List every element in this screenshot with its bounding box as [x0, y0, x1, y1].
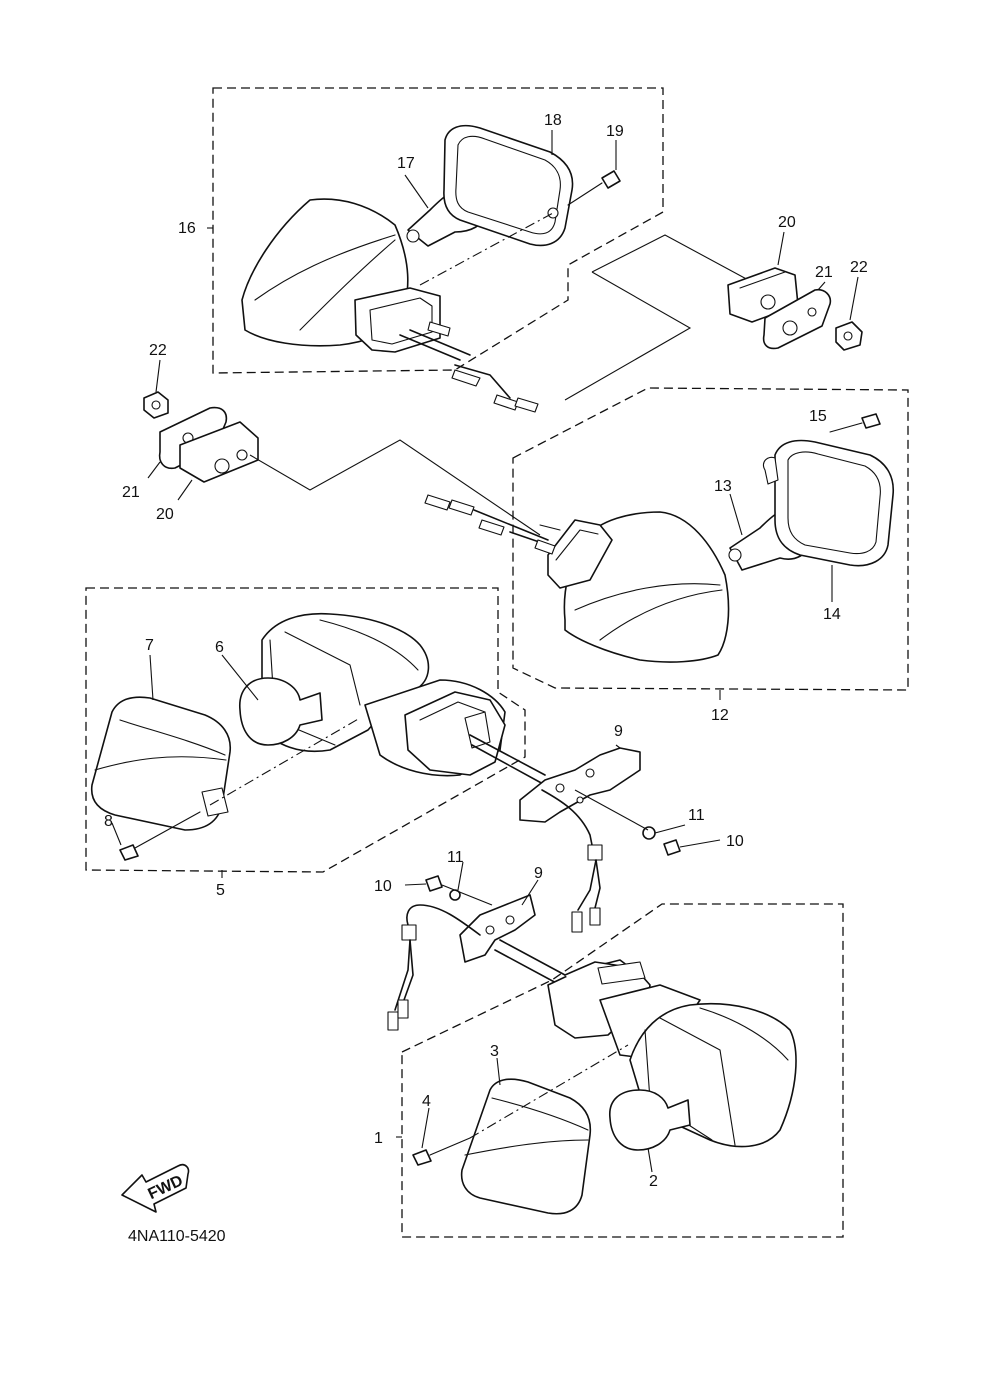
callout-labels: 17 18 19 16 20 21 22 22 21 20 15 13 14 1…: [104, 112, 868, 1190]
bracket-stack-lower: [143, 391, 541, 536]
part-code: 4NA110-5420: [128, 1228, 226, 1245]
fwd-arrow-icon: FWD: [121, 1163, 190, 1213]
callout-20-upper: 20: [778, 214, 796, 231]
callout-15: 15: [809, 408, 827, 425]
callout-1: 1: [374, 1130, 383, 1147]
callout-11-lower: 11: [447, 849, 464, 866]
callout-21-lower: 21: [122, 484, 140, 501]
stay-bracket-9-lower: [387, 875, 536, 1031]
callout-7: 7: [145, 637, 154, 654]
callout-9-lower: 9: [534, 865, 543, 882]
callout-14: 14: [823, 606, 841, 623]
callout-2: 2: [649, 1173, 658, 1190]
callout-17: 17: [397, 155, 415, 172]
callout-21-upper: 21: [815, 264, 833, 281]
callout-3: 3: [490, 1043, 499, 1060]
callout-20-lower: 20: [156, 506, 174, 523]
callout-18: 18: [544, 112, 562, 129]
stay-bracket-9-upper: [519, 747, 721, 933]
callout-19: 19: [606, 123, 624, 140]
callout-4: 4: [422, 1093, 431, 1110]
callout-9-upper: 9: [614, 723, 623, 740]
callout-22-lower: 22: [149, 342, 167, 359]
callout-10-upper: 10: [726, 833, 744, 850]
assembly-16-rear-left-flasher: [212, 87, 664, 413]
callout-11-upper: 11: [688, 807, 705, 824]
callout-12: 12: [711, 707, 729, 724]
callout-8: 8: [104, 813, 113, 830]
assembly-1-front-right-flasher: [401, 903, 844, 1238]
callout-leaders: [111, 130, 859, 1173]
assembly-12-rear-right-flasher: [424, 387, 909, 700]
callout-13: 13: [714, 478, 732, 495]
callout-5: 5: [216, 882, 225, 899]
callout-22-upper: 22: [850, 259, 868, 276]
callout-16: 16: [178, 220, 196, 237]
assembly-5-front-left-flasher: [85, 587, 546, 878]
callout-6: 6: [215, 639, 224, 656]
bracket-stack-upper: [564, 234, 863, 401]
callout-10-lower: 10: [374, 878, 392, 895]
